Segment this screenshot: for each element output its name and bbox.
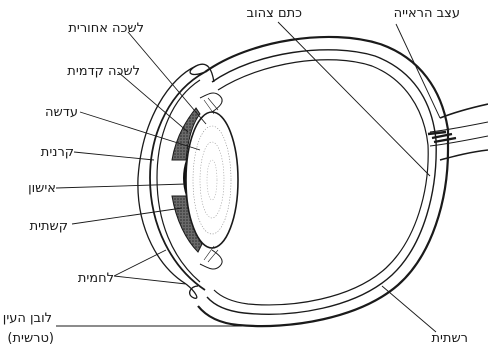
label-cornea: קרנית [41,145,74,160]
retina-outline [214,60,428,305]
leader-conjunctiva-1 [114,250,166,276]
label-anterior-chamber: לשכה קדמית [67,64,140,79]
leader-retina [382,286,436,332]
sclera-inner [207,50,436,314]
leader-macula [278,22,430,176]
label-iris: קשתית [30,219,68,234]
leader-cornea [74,152,154,160]
label-retina: רשתית [431,331,468,346]
label-sclera-line1: לובן העין [3,311,52,326]
lens [186,112,238,248]
label-macula: כתם צהוב [247,6,302,21]
label-pupil: אישון [28,181,56,196]
leader-pupil [56,184,186,188]
label-conjunctiva: לחמית [78,271,114,286]
label-posterior-chamber: לשכה אחורית [68,21,144,36]
label-lens: עדשה [45,105,78,120]
leader-iris [72,208,182,224]
label-optic-nerve: עצב הראייה [394,6,460,21]
label-sclera-line2: (טרשית) [7,331,54,346]
leader-conjunctiva-2 [114,276,186,284]
